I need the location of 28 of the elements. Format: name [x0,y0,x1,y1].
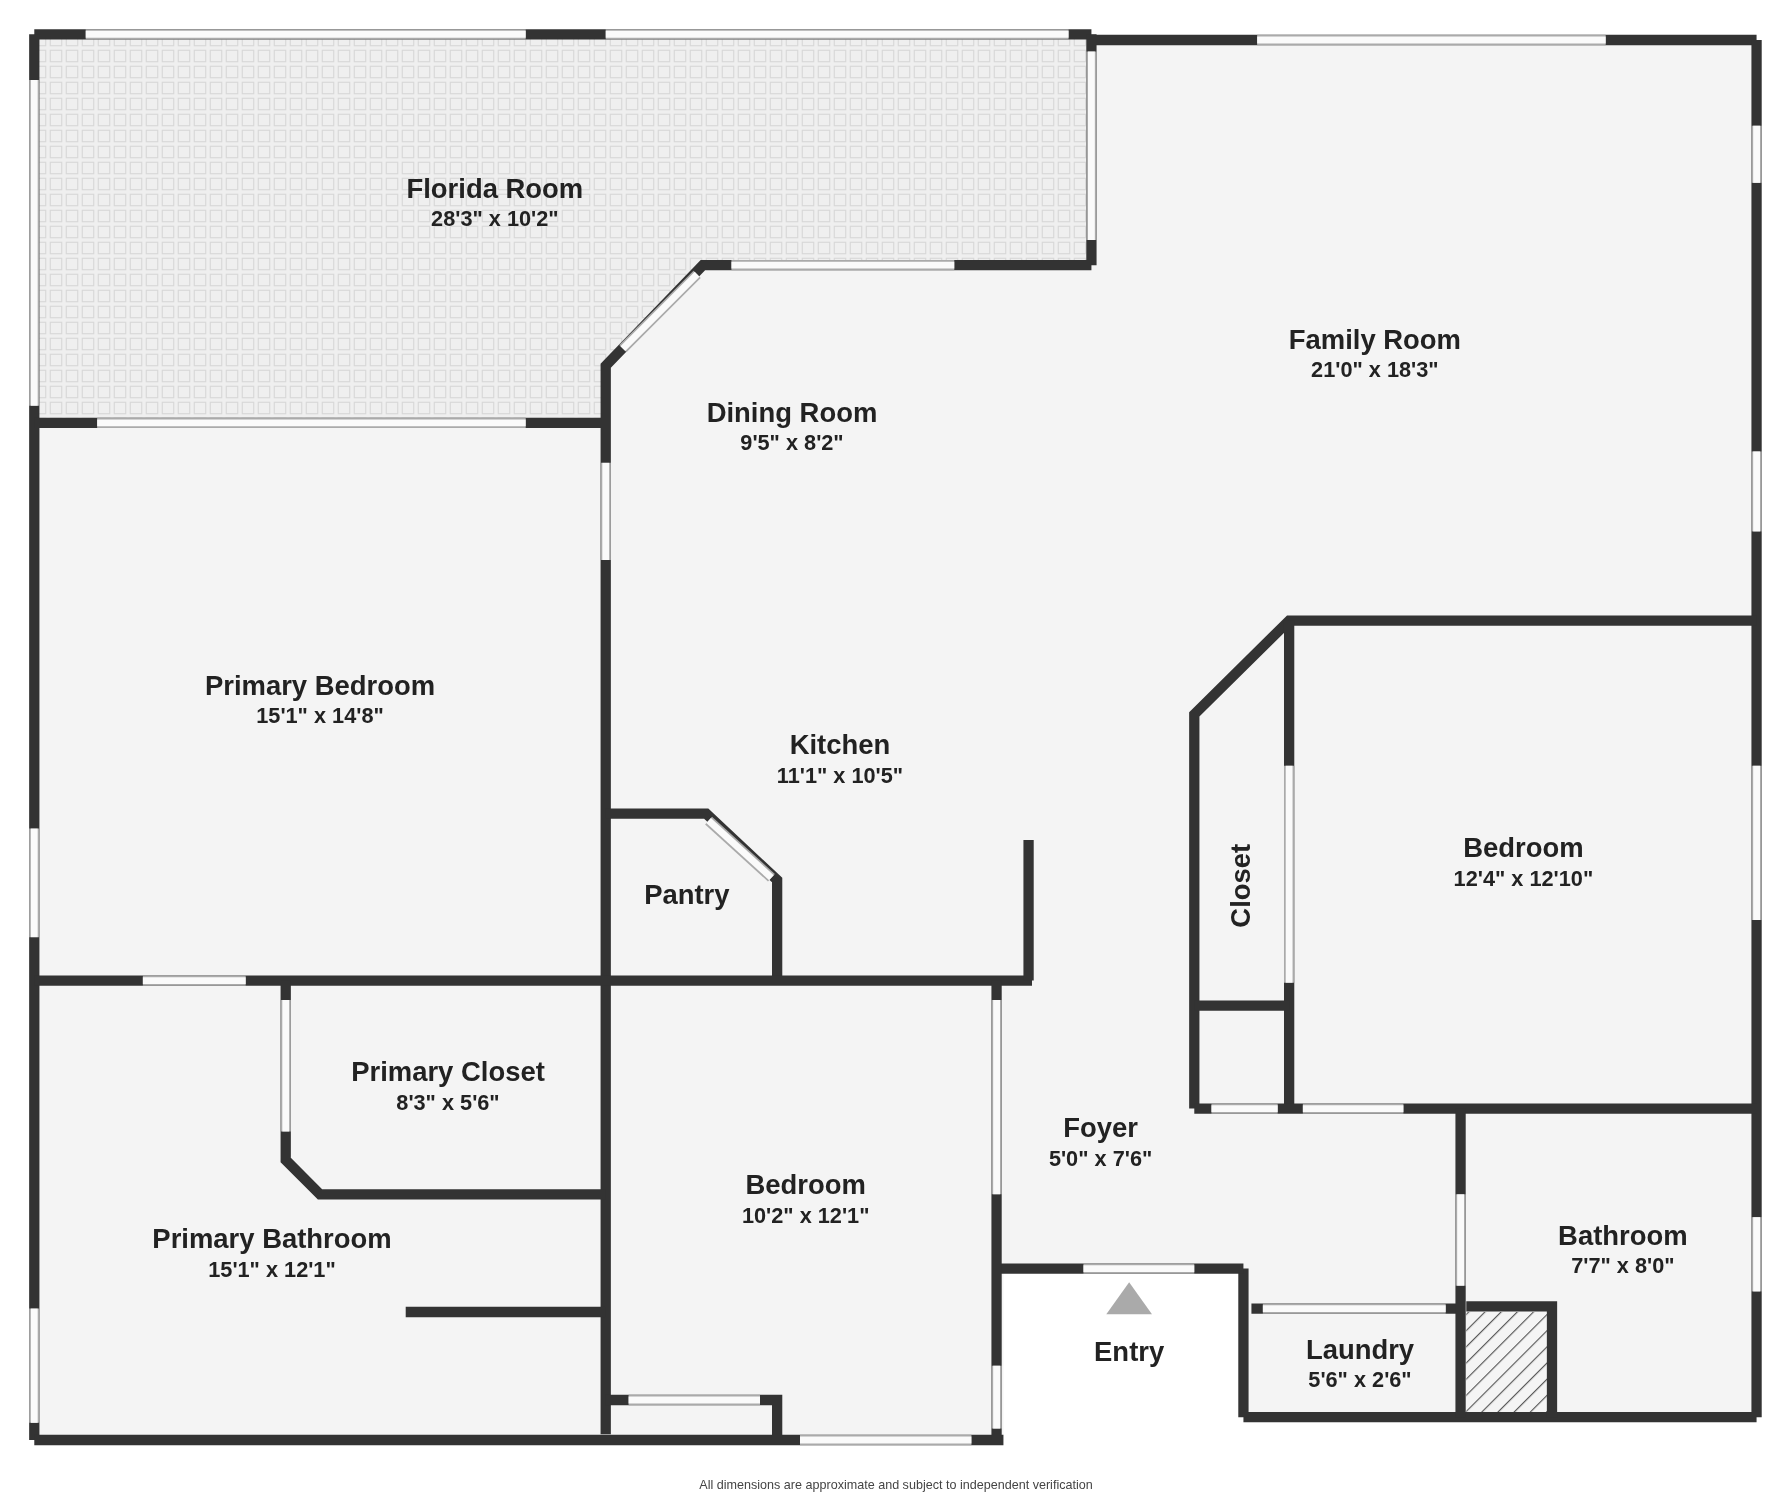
room-name: Bedroom [1462,831,1585,864]
room-dimensions: 5'0" x 7'6" [1048,1145,1153,1173]
room-dimensions: 12'4" x 12'10" [1453,865,1594,893]
room-name: Family Room [1288,322,1461,356]
room-name: Primary Bathroom [152,1221,392,1255]
room-name: Entry [1094,1335,1165,1368]
room-name: Florida Room [406,171,584,205]
room-name: Primary Bedroom [204,668,436,702]
room-name: Bedroom [744,1168,867,1202]
room-name: Dining Room [706,395,878,429]
disclaimer-note: All dimensions are approximate and subject to independent verification [699,1477,1093,1492]
room-dimensions: 28'3" x 10'2" [430,205,560,233]
room-dimensions: 7'7" x 8'0" [1570,1252,1676,1280]
room-dimensions: 9'5" x 8'2" [739,429,845,457]
room-dimensions: 15'1" x 14'8" [255,703,385,730]
room-dimensions: 5'6" x 2'6" [1307,1367,1413,1394]
room-dimensions: 10'2" x 12'1" [741,1202,870,1230]
room-name: Closet [1223,843,1257,928]
room-dimensions: 8'3" x 5'6" [395,1089,501,1117]
room-dimensions: 11'1" x 10'5" [776,762,904,790]
room-name: Primary Closet [351,1055,545,1088]
room-name: Kitchen [788,728,892,762]
room-dimensions: 15'1" x 12'1" [207,1256,337,1284]
room-name: Pantry [644,877,730,911]
room-name: Bathroom [1558,1218,1688,1252]
room-name: Foyer [1062,1111,1139,1144]
room-name: Laundry [1305,1332,1415,1366]
room-dimensions: 21'0" x 18'3" [1310,356,1440,384]
